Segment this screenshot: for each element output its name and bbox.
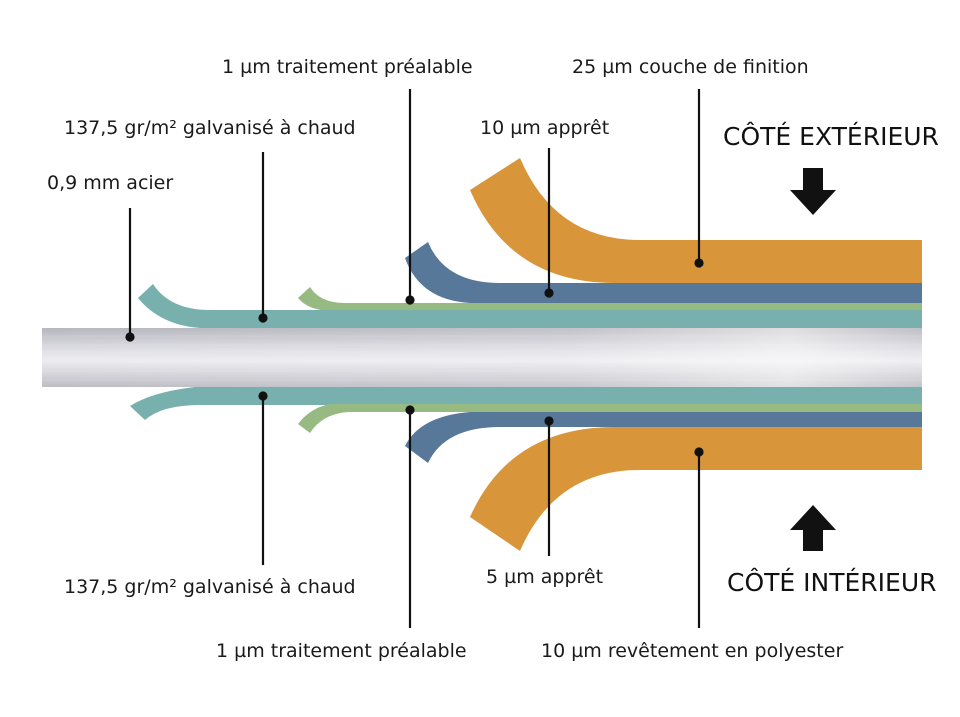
side-interior-title: CÔTÉ INTÉRIEUR [727, 568, 937, 597]
finish-coat-bottom [470, 427, 922, 551]
label-galvanized-bottom: 137,5 gr/m² galvanisé à chaud [64, 576, 356, 598]
arrow-down-icon [790, 168, 836, 215]
galvanized-layer-top [138, 284, 922, 328]
arrow-up-icon [790, 505, 836, 551]
label-pretreatment-bottom: 1 µm traitement préalable [216, 640, 467, 662]
pretreatment-top [298, 287, 922, 311]
label-steel: 0,9 mm acier [47, 172, 174, 194]
galvanized-layer-bottom [130, 387, 922, 420]
label-primer-top: 10 µm apprêt [480, 117, 610, 139]
primer-bottom [405, 412, 922, 463]
finish-coat-top [470, 158, 922, 283]
label-finish-top: 25 µm couche de finition [572, 56, 809, 78]
label-galvanized-top: 137,5 gr/m² galvanisé à chaud [64, 117, 356, 139]
side-exterior-title: CÔTÉ EXTÉRIEUR [723, 122, 939, 151]
steel-brush-lines [42, 335, 922, 381]
label-pretreatment-top: 1 µm traitement préalable [222, 56, 473, 78]
label-primer-bottom: 5 µm apprêt [486, 566, 604, 588]
label-finish-bottom: 10 µm revêtement en polyester [541, 640, 844, 662]
primer-top [405, 242, 922, 303]
pretreatment-bottom [298, 404, 922, 433]
